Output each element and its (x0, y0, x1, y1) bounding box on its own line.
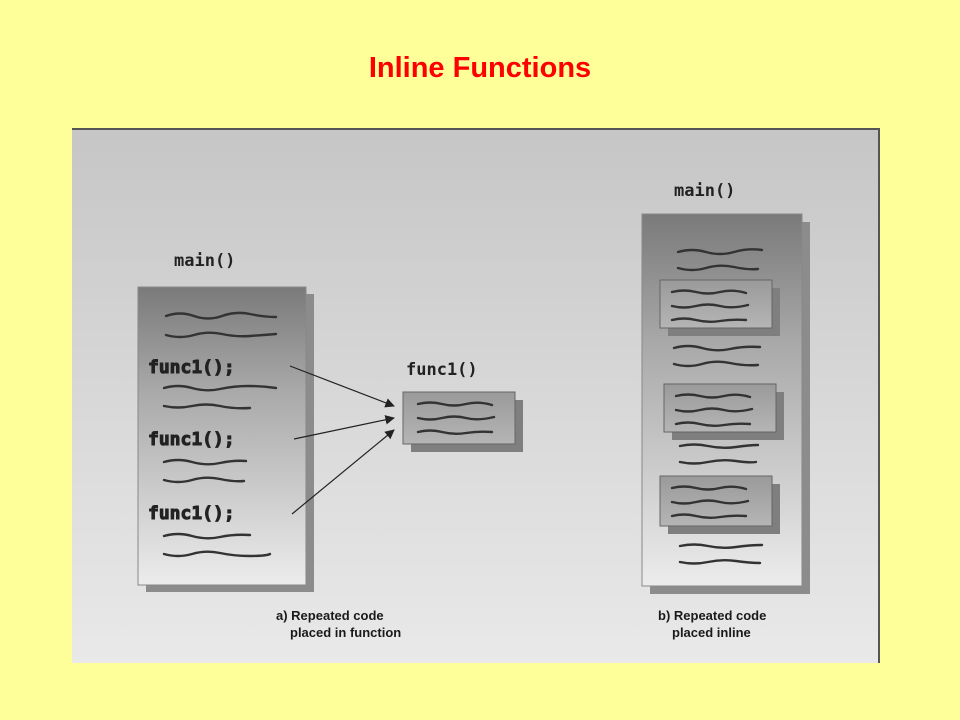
call-arrow-2 (293, 415, 395, 440)
inline-copy-2 (663, 383, 784, 440)
function-definition: func1() (402, 360, 523, 452)
call-arrow-1 (289, 365, 395, 408)
function-code-lines (416, 401, 496, 435)
diagram-panel: main() func1(); func1(); func1(); func1 (72, 128, 880, 663)
left-main-label: main() (174, 251, 235, 271)
diagram-canvas: main() func1(); func1(); func1(); func1 (137, 181, 810, 640)
inline-copy-1 (659, 279, 780, 336)
left-code-lines (162, 311, 278, 558)
left-caption: a) Repeated code placed in function (276, 608, 401, 640)
call-arrow-3 (291, 429, 395, 515)
right-code-lines (672, 248, 764, 565)
slide-title: Inline Functions (368, 52, 592, 84)
left-call-2: func1(); (148, 429, 235, 450)
right-caption-line2: placed inline (672, 625, 751, 640)
left-call-1: func1(); (148, 357, 235, 378)
left-call-3: func1(); (148, 503, 235, 524)
function-label: func1() (406, 360, 478, 380)
left-main-column: main() func1(); func1(); func1(); (137, 251, 314, 592)
right-caption-line1: b) Repeated code (658, 608, 766, 623)
right-main-column: main() (641, 181, 810, 594)
right-caption: b) Repeated code placed inline (658, 608, 766, 640)
left-call-lines: func1(); func1(); func1(); (148, 357, 236, 525)
right-main-label: main() (674, 181, 735, 201)
left-caption-line2: placed in function (290, 625, 401, 640)
inline-copy-3 (659, 475, 780, 534)
left-caption-line1: a) Repeated code (276, 608, 384, 623)
call-arrows (289, 365, 395, 515)
